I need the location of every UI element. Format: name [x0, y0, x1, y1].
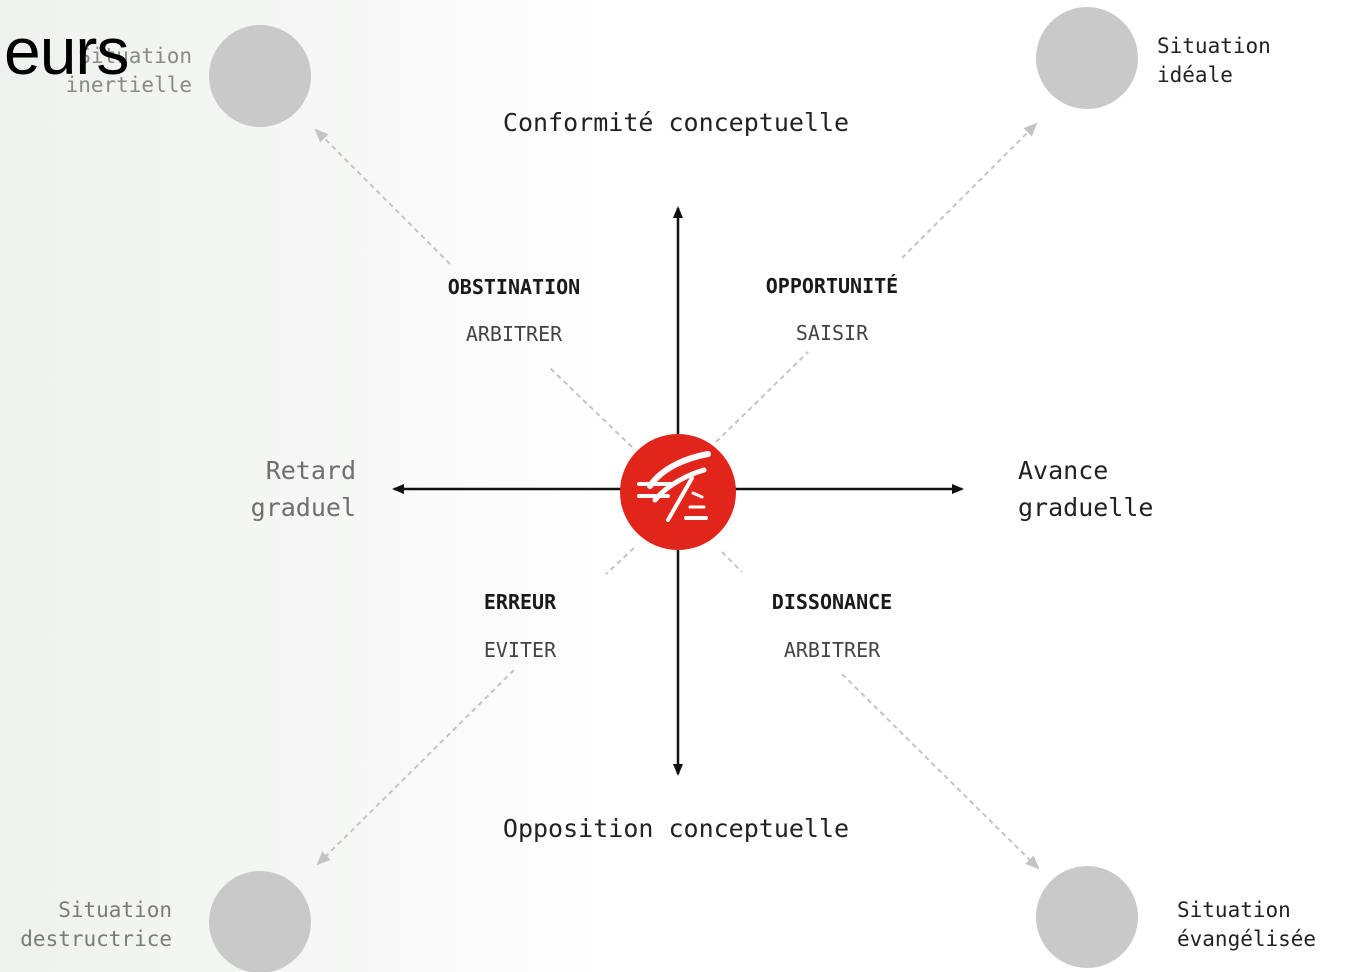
situation-destructrice-line1: Situation — [58, 898, 172, 922]
diagonal-inner-lines — [549, 351, 809, 575]
diag-inner-bottom-left — [605, 547, 635, 575]
quadrant-top-right-action: SAISIR — [796, 321, 869, 345]
overlay-title: eurs — [4, 14, 129, 88]
arrow-to-inertielle — [314, 128, 451, 265]
situation-inertielle-line1: Situation — [78, 44, 192, 68]
situation-destructrice-line2: destructrice — [20, 927, 172, 951]
situation-evangelisee-line2: évangélisée — [1177, 927, 1316, 951]
circle-inertielle — [209, 25, 311, 127]
circle-ideale — [1036, 7, 1138, 109]
diag-inner-top-right — [715, 351, 809, 443]
situation-ideale-line1: Situation — [1157, 34, 1271, 58]
situation-evangelisee-line1: Situation — [1177, 898, 1291, 922]
quadrant-top-left-action: ARBITRER — [466, 322, 563, 346]
situation-inertielle-line2: inertielle — [66, 73, 192, 97]
quadrant-bottom-right-action: ARBITRER — [784, 638, 881, 662]
situation-circles — [209, 7, 1138, 972]
diag-inner-top-left — [549, 367, 633, 448]
axis-label-top: Conformité conceptuelle — [503, 108, 849, 137]
diagonal-outer-arrows — [314, 122, 1040, 870]
axis-label-right-line2: graduelle — [1018, 493, 1153, 522]
arrow-to-destructrice — [316, 669, 515, 866]
quadrant-bottom-left-title: ERREUR — [484, 590, 557, 614]
situation-ideale-line2: idéale — [1157, 63, 1233, 87]
axis-label-right-line1: Avance — [1018, 456, 1108, 485]
axis-label-bottom: Opposition conceptuelle — [503, 814, 849, 843]
main-axes — [392, 206, 964, 776]
circle-evangelisee — [1036, 866, 1138, 968]
quadrant-bottom-left-action: EVITER — [484, 638, 557, 662]
quadrant-bottom-right-title: DISSONANCE — [772, 590, 892, 614]
arrow-to-evangelisee — [841, 673, 1040, 870]
diag-inner-bottom-right — [721, 551, 743, 573]
circle-destructrice — [209, 871, 311, 972]
euro-squirrel-logo-icon — [620, 434, 736, 550]
axis-label-left-line2: graduel — [251, 493, 356, 522]
quadrant-top-left-title: OBSTINATION — [448, 275, 580, 299]
quadrant-top-right-title: OPPORTUNITÉ — [766, 274, 898, 298]
arrow-to-ideale — [901, 122, 1038, 259]
axis-label-left-line1: Retard — [266, 456, 356, 485]
